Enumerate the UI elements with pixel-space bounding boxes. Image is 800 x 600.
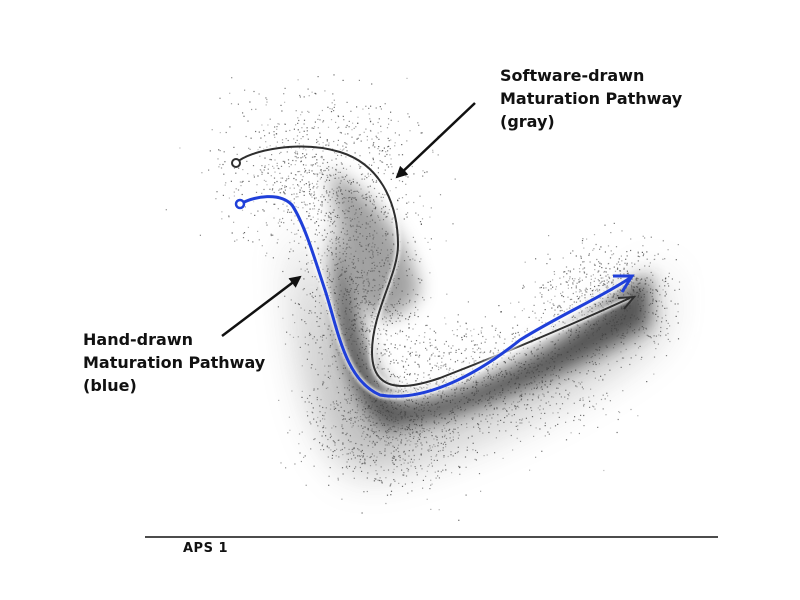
software-label-line-3: (gray) xyxy=(500,112,555,131)
hand-callout-arrow xyxy=(221,275,302,337)
software-pathway-arrowhead xyxy=(617,295,637,310)
software-label-line-2: Maturation Pathway xyxy=(500,89,683,108)
hand-label-line-2: Maturation Pathway xyxy=(83,353,266,372)
software-label-line-1: Software-drawn xyxy=(500,66,645,85)
software-pathway-label: Software-drawn Maturation Pathway (gray) xyxy=(500,64,682,133)
hand-pathway xyxy=(239,195,631,398)
hand-pathway-arrowhead xyxy=(613,274,635,293)
hand-label-line-3: (blue) xyxy=(83,376,137,395)
software-pathway-start xyxy=(231,158,241,168)
cloud-upper-arm xyxy=(330,170,420,319)
hand-pathway-label: Hand-drawn Maturation Pathway (blue) xyxy=(83,328,265,397)
cell-population-cloud xyxy=(165,74,681,521)
hand-label-line-1: Hand-drawn xyxy=(83,330,193,349)
hand-pathway-start xyxy=(234,198,246,210)
x-axis-label: APS 1 xyxy=(183,541,229,556)
software-callout-arrow xyxy=(395,102,476,179)
cloud-core xyxy=(334,230,650,430)
